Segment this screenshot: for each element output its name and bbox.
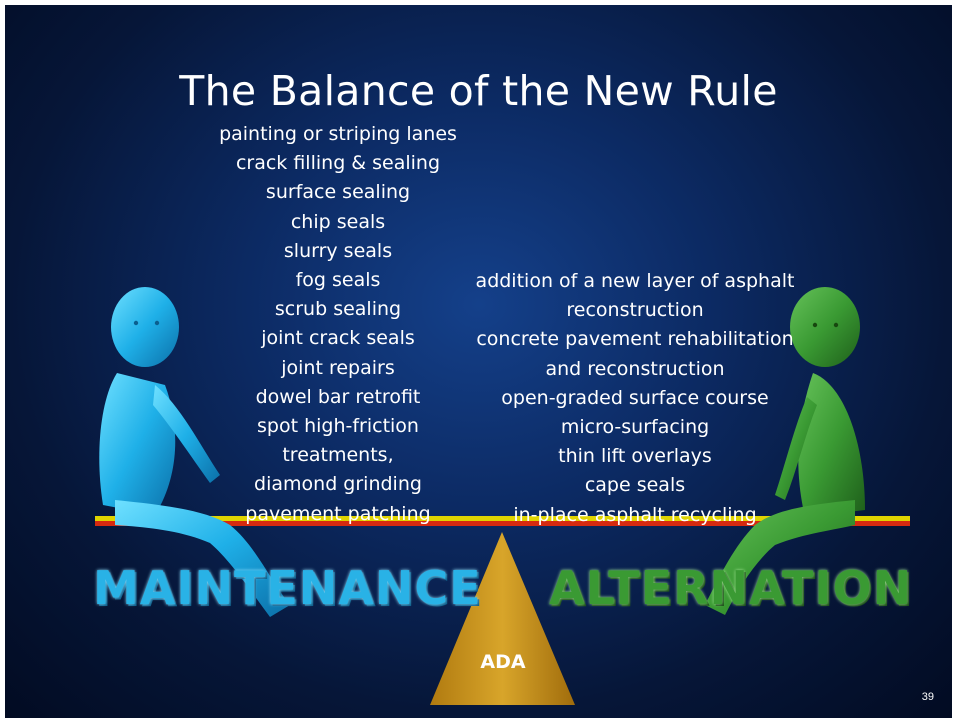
blue-person-figure (99, 287, 290, 617)
alternation-label: ALTERNATION (549, 561, 913, 615)
maintenance-label: MAINTENANCE (93, 561, 482, 615)
page-number: 39 (921, 691, 934, 703)
list-item: treatments, (282, 444, 394, 467)
list-item: in-place asphalt recycling (513, 503, 757, 526)
list-item: dowel bar retrofit (255, 385, 421, 408)
list-item: chip seals (290, 210, 386, 233)
list-item: diamond grinding (254, 473, 422, 496)
list-item: reconstruction (566, 299, 704, 322)
list-item: thin lift overlays (558, 445, 712, 468)
seesaw-beam (95, 516, 910, 526)
green-person-figure (705, 287, 865, 615)
list-item: concrete pavement rehabilitation (476, 328, 794, 351)
list-item: cape seals (584, 474, 686, 497)
ada-label: ADA (480, 651, 526, 673)
list-item: painting or striping lanes (219, 123, 457, 145)
list-item: micro-surfacing (560, 416, 710, 439)
list-item: and reconstruction (545, 357, 725, 380)
list-item: pavement patching (245, 502, 431, 525)
triangle-fulcrum (430, 532, 575, 705)
maintenance-list: painting or striping lanes crack filling… (188, 120, 488, 529)
slide: The Balance of the New Rule painting or … (5, 5, 952, 718)
list-item: joint crack seals (261, 327, 415, 350)
page-title: The Balance of the New Rule (179, 67, 778, 115)
list-item: addition of a new layer of asphalt (475, 270, 795, 292)
list-item: spot high-friction (257, 415, 419, 438)
list-item: scrub sealing (274, 298, 402, 321)
seesaw-illustration (95, 287, 910, 705)
list-item: slurry seals (283, 239, 393, 262)
list-item: open-graded surface course (501, 386, 769, 409)
alteration-list: addition of a new layer of asphalt recon… (465, 267, 805, 530)
list-item: joint repairs (281, 356, 395, 379)
list-item: fog seals (295, 269, 381, 292)
list-item: crack filling & sealing (235, 152, 441, 175)
list-item: surface sealing (265, 181, 411, 204)
